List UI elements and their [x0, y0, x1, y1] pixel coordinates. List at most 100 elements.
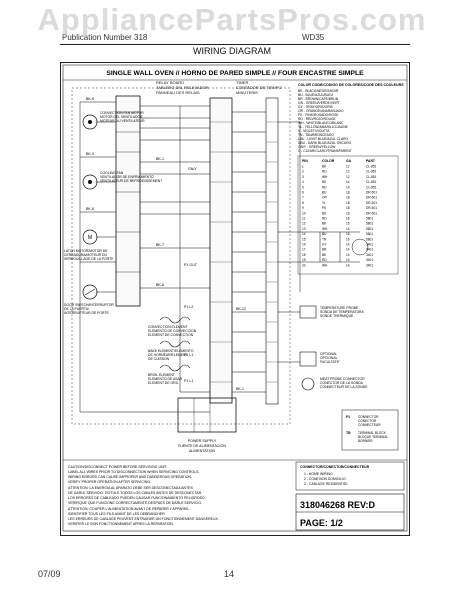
pin-table-cell: 18	[346, 217, 350, 221]
caution-line-8: ATTENTION: COUPER L'ALIMENTATION AVANT D…	[68, 507, 190, 511]
relay-board-label-1: TABLERO DEL RELEVADOR	[156, 85, 209, 90]
door-switch-label-2: INTERRUPTEUR DE PORTE	[64, 311, 110, 315]
wire-label-bk12: BK-12	[236, 307, 246, 311]
terminal-strip	[265, 97, 279, 405]
connection-row-1: 2 - CONEXION DOMICILIO	[304, 477, 346, 481]
pin-table-cell: 16	[346, 237, 350, 241]
wire-label-bk9: BK-9	[86, 152, 94, 156]
pin-table-cell: BK	[322, 211, 327, 215]
wiring-diagram: SINGLE WALL OVEN // HORNO DE PARED SIMPL…	[60, 62, 410, 536]
pin-table-cell: TN	[322, 237, 327, 241]
pin-table-cell: 5801	[366, 237, 373, 241]
pin-table-cell: 18	[302, 253, 306, 257]
meat-probe-label-2: CONNECTEUR DE LA SONDE	[320, 385, 368, 389]
color-code-item-5: OR - ORANGE/ANARANJADO	[298, 109, 344, 113]
pin-table-cell: 1	[302, 165, 304, 169]
pin-table-cell: RD	[322, 258, 327, 262]
relay-board-label-0: RELAY BOARD	[156, 80, 184, 85]
latch-motor-label-0: LATCH MOTOR/MOTOR DE	[64, 249, 108, 253]
pin-table-cell: 7	[302, 196, 304, 200]
caution-line-4: ATTENTION: LA ENERGIA AL APARATO DEBE SE…	[68, 486, 193, 490]
broil-element: BROIL ELEMENT ELEMENTO DE ASAR ELEMENT D…	[148, 364, 191, 385]
pin-table-cell: 3401	[366, 248, 373, 252]
footer-page-number: 14	[224, 569, 235, 579]
pin-table-cell: 2	[302, 170, 304, 174]
pin-table-cell: BR	[322, 248, 327, 252]
latch-motor-label-2: VERROUILLAGE DE LA PORTE	[64, 257, 114, 261]
power-supply-label-1: FUENTE DE ALIMENTACION	[178, 444, 226, 448]
conv-fan-motor: CONVECTION FAN MOTOR MOTOR DEL VENTILADO…	[82, 111, 145, 130]
bake-element-label-2: DE CUISSON	[148, 357, 170, 361]
connection-box: CONNECTOR/CONECTOR/CONNECTEUR 1 - HOME W…	[295, 461, 405, 491]
caution-line-2: WIRING ERRORS CAN CAUSE IMPROPER AND DAN…	[68, 475, 192, 479]
p1-l2-label: P1 L2	[184, 305, 193, 309]
sensor-p1: P1 OUT P1 L2 P1 L1 P1 L1	[184, 263, 198, 383]
pin-table-cell: BU	[322, 232, 327, 236]
color-code-key: COLOR CODE/CODIGO DE COLORES/CODE DES CO…	[298, 83, 404, 153]
optional-label-1: OPCIONAL	[320, 356, 338, 360]
pin-table-cell: 13	[302, 227, 306, 231]
caution-line-1: LABEL ALL WIRES PRIOR TO DISCONNECTION W…	[68, 470, 199, 474]
caution-line-5: DE DARLE SERVICIO. ROTULE TODOS LOS CABL…	[68, 491, 202, 495]
pin-table-cell: 6	[302, 191, 304, 195]
temp-probe: TEMPERATURE PROBE SONDA DE TEMPERATURA S…	[299, 305, 365, 319]
wire-label-bk7: BK-7	[156, 243, 164, 247]
power-supply-label-2: ALIMENTATION	[189, 449, 215, 453]
pin-table-cell: 3401	[366, 258, 373, 262]
pin-table-cell: 16	[346, 222, 350, 226]
pin-table-cell: YL	[322, 201, 326, 205]
pin-table-cell: WH	[322, 263, 328, 267]
page-title: WIRING DIAGRAM	[193, 46, 271, 56]
caution-line-11: VERIFIER LE BON FONCTIONNEMENT APRES LA …	[68, 522, 174, 526]
pin-table-cell: 5801	[366, 227, 373, 231]
pin-table-cell: CL-851	[366, 185, 377, 189]
color-code-item-1: BU - BLUE/AZUL/BLEU	[298, 93, 334, 97]
pin-table-cell: WH	[322, 227, 328, 231]
pin-table-cell: 19	[302, 258, 306, 262]
pin-table-cell: 11	[302, 217, 306, 221]
temp-probe-label-1: SONDA DE TEMPERATURA	[320, 310, 365, 314]
pin-table-cell: BK	[322, 165, 327, 169]
pin-table-cell: 3401	[366, 243, 373, 247]
pin-table-cell: 14	[346, 258, 350, 262]
pin-table-cell: RD	[322, 170, 327, 174]
conv-fan-label-0: CONVECTION FAN MOTOR	[100, 111, 144, 115]
part-number: 318046268 REV:D	[300, 500, 376, 510]
relay-board: RELAY BOARD TABLERO DEL RELEVADOR PANNEA…	[115, 80, 209, 307]
pin-table-cell: 12	[346, 165, 350, 169]
pin-table-cell: 3401	[366, 263, 373, 267]
pin-table-cell: 12	[302, 222, 306, 226]
header-model: WD35	[302, 33, 325, 42]
connection-row-2: 3 - CABLAGE RESIDENTIEL	[304, 482, 348, 486]
legend-p1-fr: CONNECTEUR	[358, 423, 381, 427]
pin-table-cell: 18	[346, 206, 350, 210]
color-code-item-14: GN/Y - GREEN/YELLOW	[298, 145, 336, 149]
door-switch: DOOR SWITCH/INTERRUPTOR DE LA PUERTA/ IN…	[64, 284, 114, 315]
pin-table-h1: COLOR	[322, 159, 335, 163]
cooling-fan-label-2: VENTILATEUR DE REFROIDISSEMENT	[100, 179, 162, 183]
color-code-title: COLOR CODE/CODIGO DE COLORES/CODE DES CO…	[298, 83, 404, 87]
p1-l1b-label: P1 L1	[184, 379, 193, 383]
pin-table-cell: 5801	[366, 217, 373, 221]
color-code-item-15: C - CLEAR/CLARO/TRANSPARENT	[298, 149, 352, 153]
pin-table-cell: CL-851	[366, 175, 377, 179]
timer-label-0: TIMER	[236, 80, 249, 85]
pin-table-cell: 14	[346, 243, 350, 247]
pin-table-cell: 4	[302, 180, 304, 184]
bake-element-label-1: DE HORNEAR/ELEMENT	[148, 353, 188, 357]
caution-line-9: IDENTIFIER TOUS LES FILS AVANT DE LES DE…	[68, 512, 166, 516]
pin-table-cell: DR-501	[366, 201, 377, 205]
pin-table-cell: DR-501	[366, 191, 377, 195]
pin-table-h2: GA	[346, 159, 352, 163]
color-code-item-10: V - VIOLET/VIOLETA	[298, 129, 330, 133]
convection-element: CONVECTION ELEMENT ELEMENTO DE CONVECCIO…	[148, 316, 197, 337]
broil-element-label-0: BROIL ELEMENT	[148, 373, 175, 377]
timer-label-1: CONTADOR DE TIEMPO	[236, 85, 282, 90]
pin-table-cell: 17	[302, 248, 306, 252]
wiring-diagram-sheet: SINGLE WALL OVEN // HORNO DE PARED SIMPL…	[60, 62, 410, 536]
pin-table-cell: RD	[322, 185, 327, 189]
cooling-fan-motor: COOLING FAN VENTILADOR DE ENFRIAMIENTO V…	[82, 171, 162, 190]
pin-table-cell: BK	[322, 222, 327, 226]
cooling-fan-label-1: VENTILADOR DE ENFRIAMIENTO	[100, 175, 154, 179]
convection-element-label-1: ELEMENTO DE CONVECCION	[148, 329, 197, 333]
